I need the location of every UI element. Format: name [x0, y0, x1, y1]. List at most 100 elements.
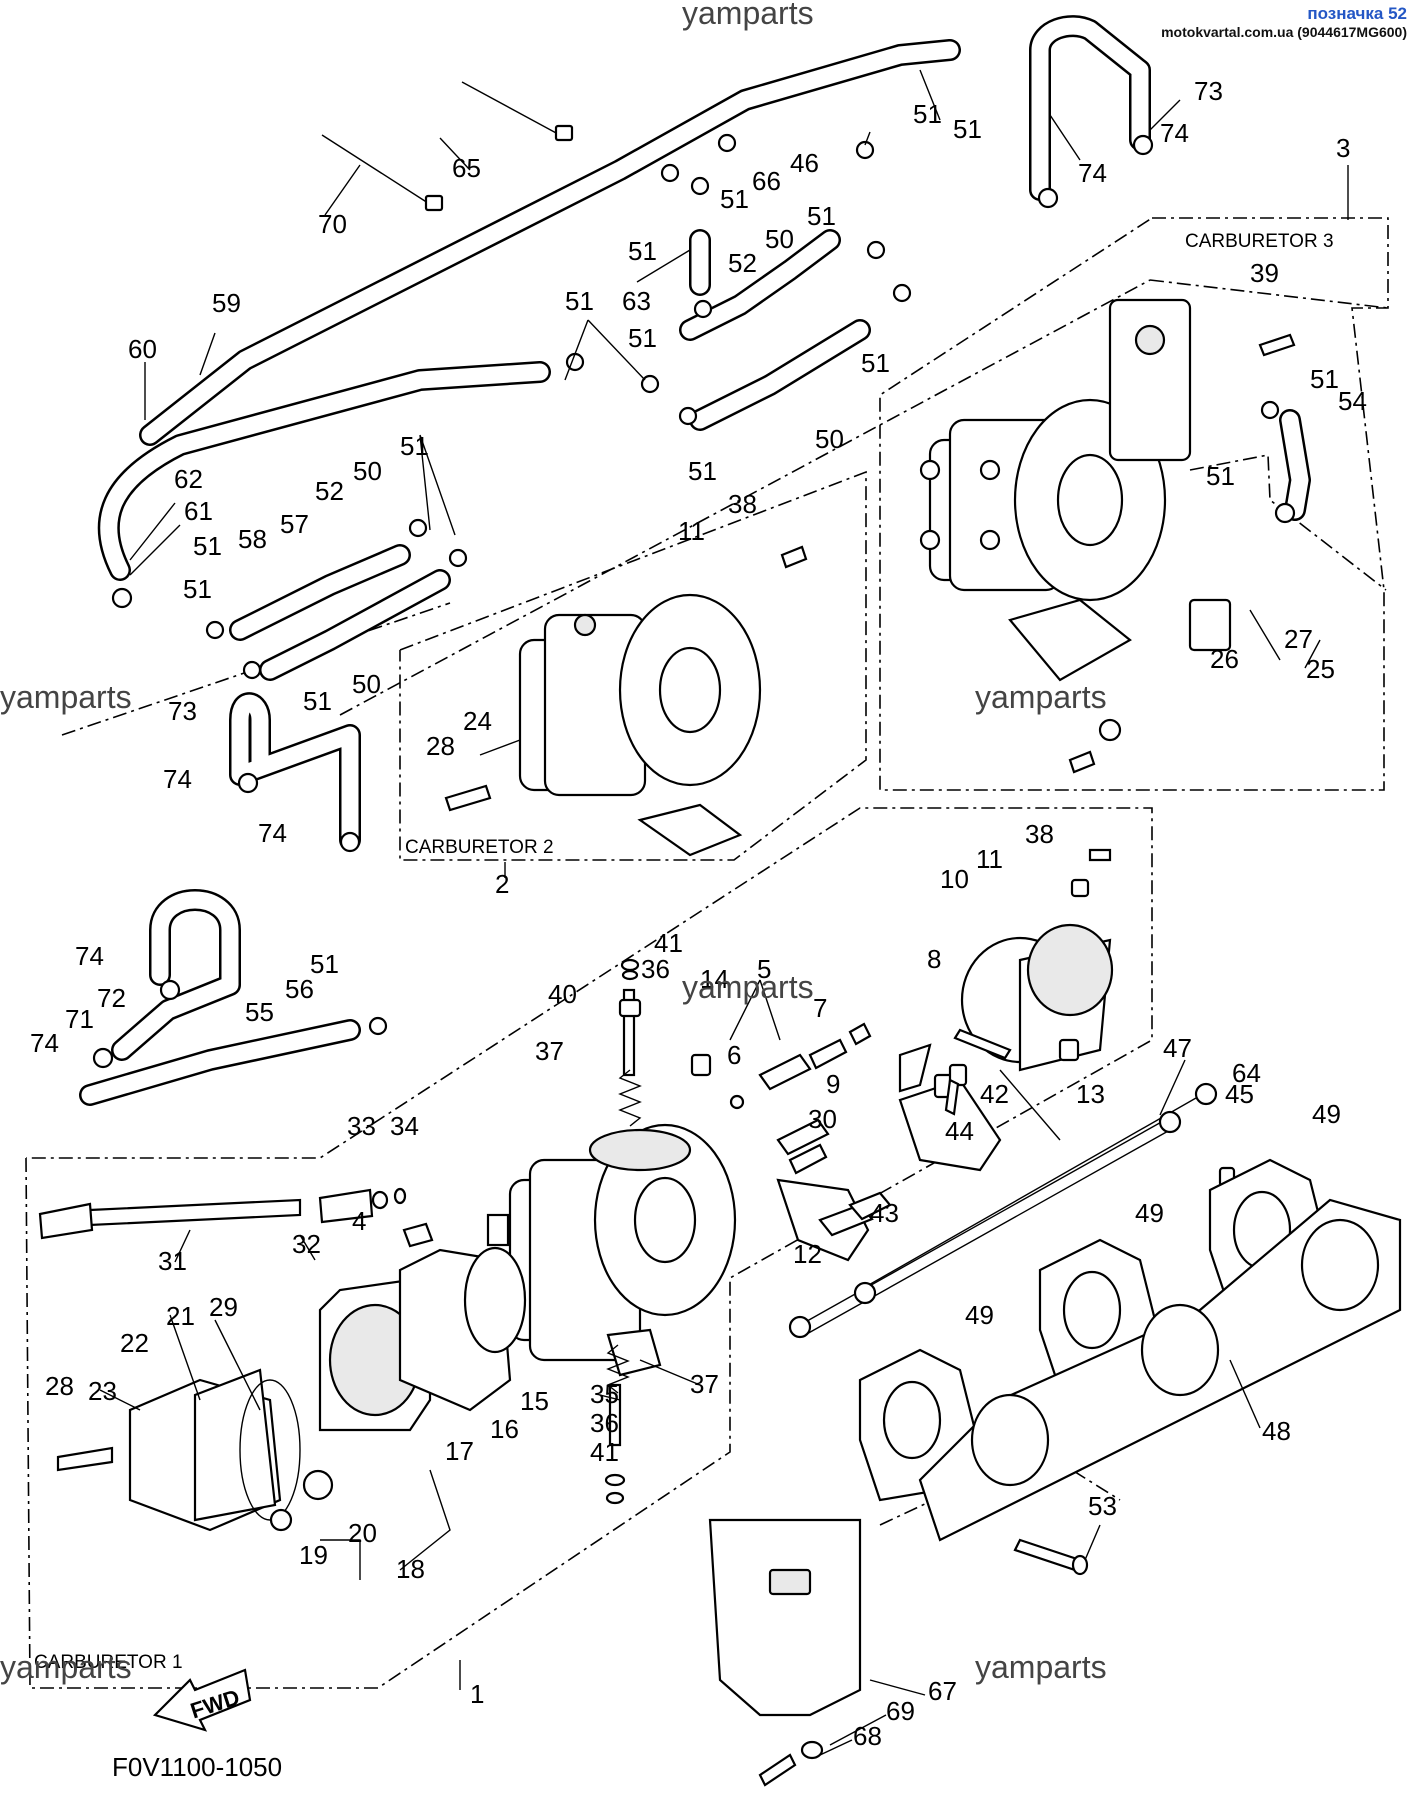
callout-51f: 51 [565, 286, 594, 316]
callout-16: 16 [490, 1414, 519, 1444]
callout-13: 13 [1076, 1079, 1105, 1109]
callout-68: 68 [853, 1721, 882, 1751]
callout-9: 9 [826, 1069, 840, 1099]
callout-50c: 50 [352, 669, 381, 699]
callout-51g: 51 [628, 323, 657, 353]
callout-55: 55 [245, 997, 274, 1027]
carburetor-1-label: CARBURETOR 1 [34, 1652, 183, 1673]
callout-1: 1 [470, 1679, 484, 1709]
callout-50d: 50 [815, 424, 844, 454]
callout-38b: 38 [1025, 819, 1054, 849]
carburetor-3-body [919, 298, 1192, 742]
callout-49: 49 [1312, 1099, 1341, 1129]
callout-65: 65 [452, 153, 481, 183]
callout-62: 62 [174, 464, 203, 494]
callout-73b: 73 [168, 696, 197, 726]
callout-51b: 51 [953, 114, 982, 144]
callout-48: 48 [1262, 1416, 1291, 1446]
callout-52b: 52 [315, 476, 344, 506]
callout-59: 59 [212, 288, 241, 318]
callout-46: 46 [790, 148, 819, 178]
callout-31: 31 [158, 1246, 187, 1276]
watermark-bottom-left: yamparts [0, 1649, 132, 1685]
callout-37b: 37 [690, 1369, 719, 1399]
callout-54: 54 [1338, 386, 1367, 416]
callout-66: 66 [752, 166, 781, 196]
carburetor-2-body [518, 593, 762, 857]
callout-67: 67 [928, 1676, 957, 1706]
callout-11: 11 [678, 516, 705, 546]
callout-51d: 51 [628, 236, 657, 266]
callout-26: 26 [1210, 644, 1239, 674]
callout-51n: 51 [310, 949, 339, 979]
callout-11b: 11 [976, 844, 1003, 874]
callout-73: 73 [1194, 76, 1223, 106]
callout-36: 36 [641, 954, 670, 984]
small-parts [92, 81, 1296, 1069]
leader-lines [99, 69, 1349, 1756]
figure-code: F0V1100-1050 [112, 1752, 283, 1782]
callout-43: 43 [870, 1198, 899, 1228]
callout-25: 25 [1306, 654, 1335, 684]
carburetor-1-diaphragm-stack [38, 1188, 527, 1532]
callout-56: 56 [285, 974, 314, 1004]
callout-74: 74 [1160, 118, 1189, 148]
callout-27: 27 [1284, 624, 1313, 654]
callout-74c: 74 [163, 764, 192, 794]
callout-50b: 50 [353, 456, 382, 486]
callout-37: 37 [535, 1036, 564, 1066]
callout-51e: 51 [807, 201, 836, 231]
page-label: позначка 52 [1307, 4, 1407, 23]
callout-63: 63 [622, 286, 651, 316]
callout-61: 61 [184, 496, 213, 526]
callout-49c: 49 [965, 1300, 994, 1330]
callout-38: 38 [728, 489, 757, 519]
callout-53: 53 [1088, 1491, 1117, 1521]
callout-71: 71 [65, 1004, 94, 1034]
callout-32: 32 [292, 1229, 321, 1259]
callout-51k: 51 [193, 531, 222, 561]
callout-8: 8 [927, 944, 941, 974]
callout-74b: 74 [1078, 158, 1107, 188]
callout-3: 3 [1336, 133, 1350, 163]
callout-6: 6 [727, 1040, 741, 1070]
callout-14: 14 [700, 964, 729, 994]
callout-39: 39 [1250, 258, 1279, 288]
callout-2: 2 [495, 869, 509, 899]
callout-60: 60 [128, 334, 157, 364]
callout-52: 52 [728, 248, 757, 278]
callout-70: 70 [318, 209, 347, 239]
callout-5: 5 [757, 954, 771, 984]
carburetor-3-label: CARBURETOR 3 [1185, 231, 1334, 252]
callout-36b: 36 [590, 1408, 619, 1438]
callout-50: 50 [765, 224, 794, 254]
callout-47: 47 [1163, 1033, 1192, 1063]
callout-29: 29 [209, 1292, 238, 1322]
watermark-left: yamparts [0, 679, 132, 715]
callout-51i: 51 [688, 456, 717, 486]
callout-12: 12 [793, 1239, 822, 1269]
callout-34: 34 [390, 1111, 419, 1141]
callout-24: 24 [463, 706, 492, 736]
callout-64: 64 [1232, 1058, 1261, 1088]
carburetor-1-components [371, 878, 1114, 1505]
callout-40: 40 [548, 979, 577, 1009]
hose-routing [79, 15, 1311, 1106]
callout-labels: 1 2 3 4 5 6 7 8 9 10 11 11 12 13 14 15 1… [30, 76, 1367, 1751]
callout-69: 69 [886, 1696, 915, 1726]
callout-28b: 28 [45, 1371, 74, 1401]
callout-51p: 51 [1206, 461, 1235, 491]
callout-51m: 51 [303, 686, 332, 716]
header-reference: позначка 52 motokvartal.com.ua (9044617M… [1161, 4, 1407, 41]
callout-49b: 49 [1135, 1198, 1164, 1228]
callout-22: 22 [120, 1328, 149, 1358]
callout-41b: 41 [590, 1437, 619, 1467]
fwd-direction-arrow: FWD [152, 1668, 252, 1732]
site-label: motokvartal.com.ua (9044617MG600) [1161, 24, 1407, 41]
callout-30: 30 [808, 1104, 837, 1134]
watermark-top: yamparts [682, 0, 814, 31]
callout-74e: 74 [75, 941, 104, 971]
callout-45: 45 [1225, 1079, 1254, 1109]
callout-33: 33 [347, 1111, 376, 1141]
